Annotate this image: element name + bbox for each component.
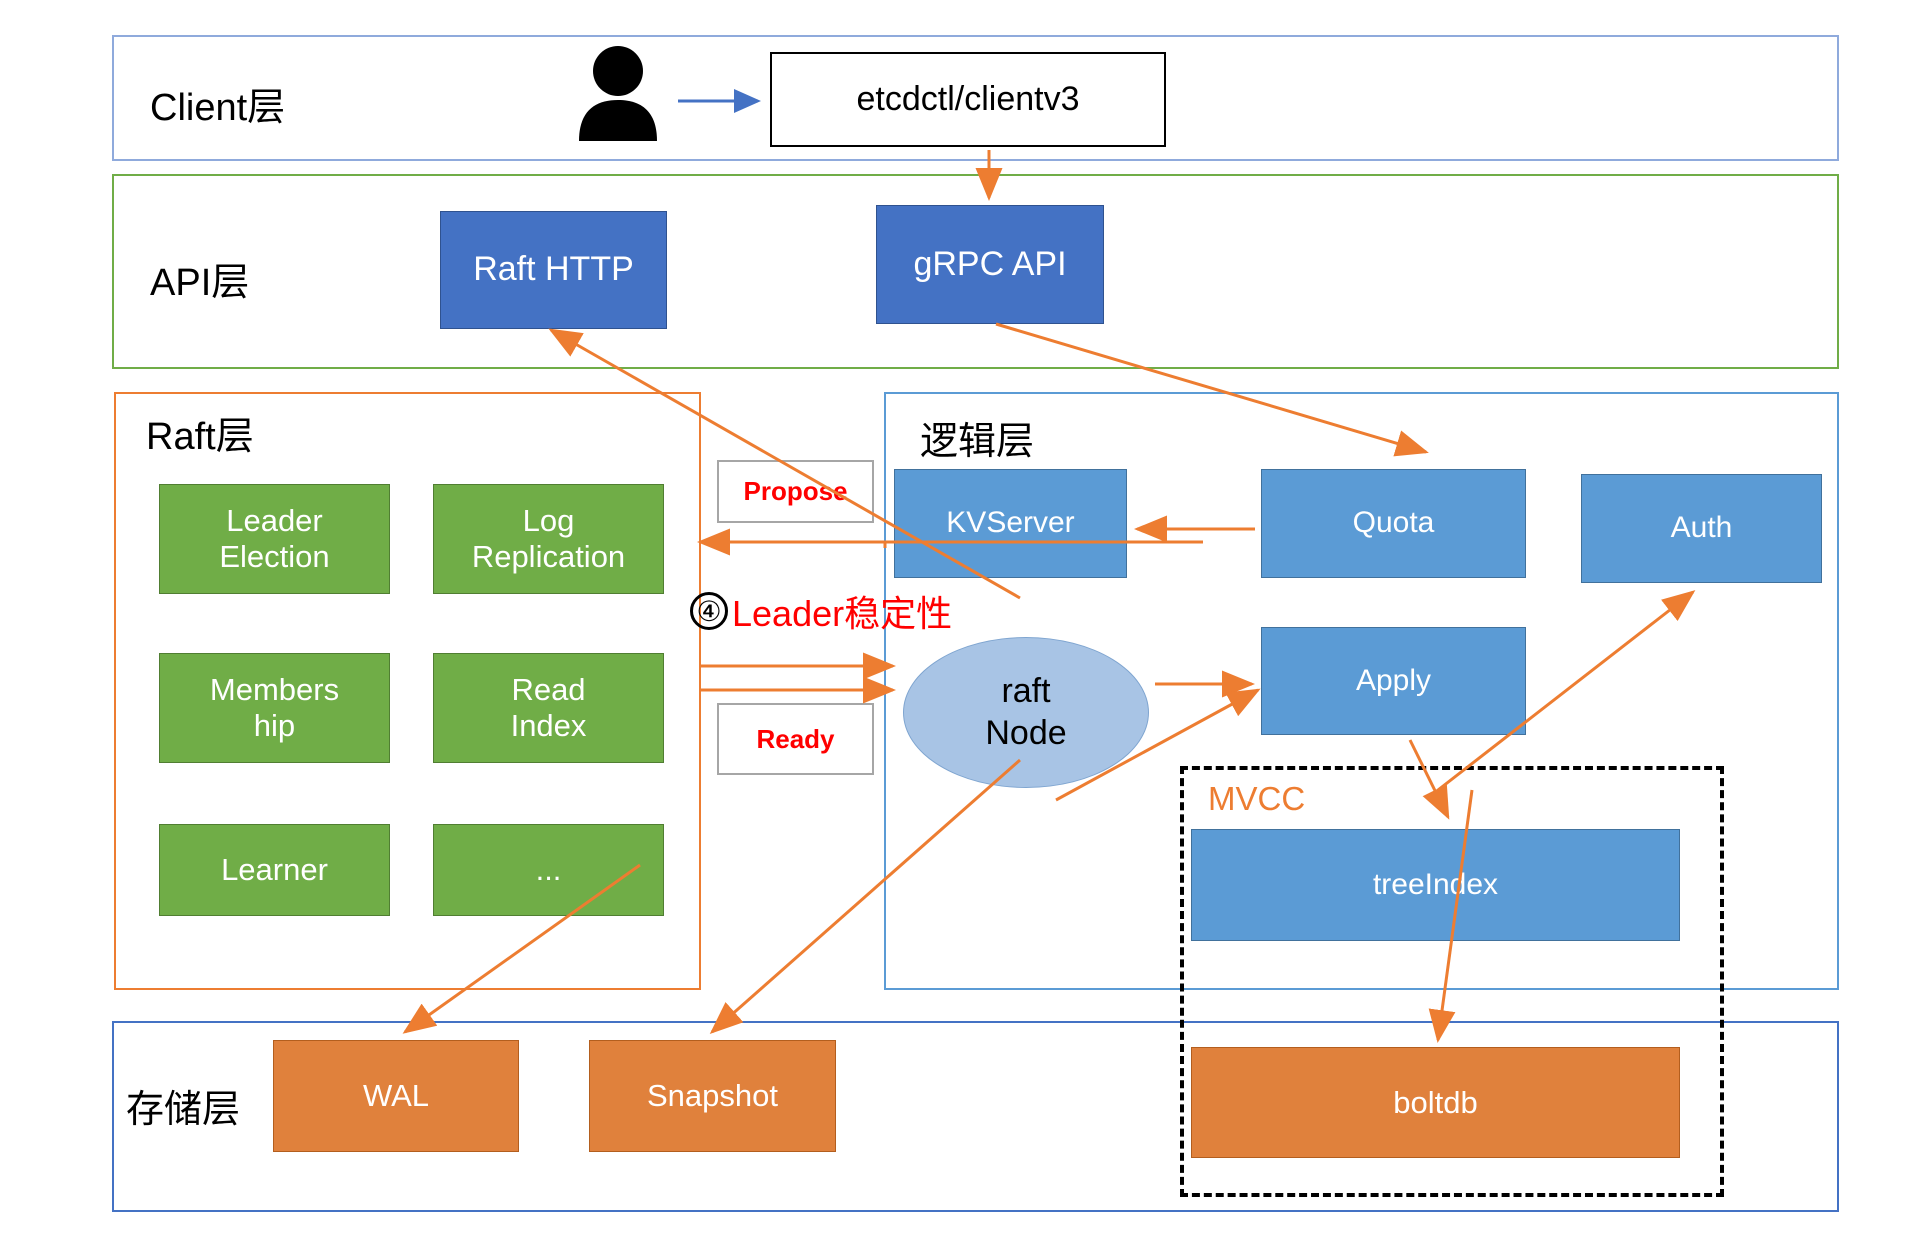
arrow-to-auth [1437, 590, 1696, 792]
node-quota[interactable]: Quota [1261, 469, 1526, 578]
annotation-number: ④ [690, 592, 728, 630]
mvcc-group [1180, 766, 1724, 1197]
arrow-treeindex-to-boltdb [1428, 789, 1474, 1043]
node-apply[interactable]: Apply [1261, 627, 1526, 735]
node-kvserver[interactable]: KVServer [894, 469, 1127, 578]
node-membership[interactable]: Members hip [159, 653, 390, 763]
node-treeindex[interactable]: treeIndex [1191, 829, 1680, 941]
node-learner[interactable]: Learner [159, 824, 390, 916]
arrow-kvserver-to-raft-http [548, 328, 1021, 600]
layer-title-logic: 逻辑层 [920, 421, 1035, 463]
node-wal[interactable]: WAL [273, 1040, 519, 1152]
arrow-propose [700, 542, 1203, 548]
arrow-grpc-to-quota [995, 322, 1429, 457]
annotation-leader-stability: ④ Leader稳定性 [690, 585, 952, 637]
node-more[interactable]: ... [433, 824, 664, 916]
node-log-replication[interactable]: Log Replication [433, 484, 664, 594]
node-leader-election[interactable]: Leader Election [159, 484, 390, 594]
arrow-raftlayer-to-wal [402, 863, 641, 1034]
person-icon [572, 45, 664, 141]
layer-title-client: Client层 [150, 87, 286, 129]
layer-title-storage: 存储层 [126, 1089, 241, 1131]
node-boltdb[interactable]: boltdb [1191, 1047, 1680, 1158]
node-snapshot[interactable]: Snapshot [589, 1040, 836, 1152]
node-read-index[interactable]: Read Index [433, 653, 664, 763]
node-raft-node[interactable]: raft Node [903, 637, 1149, 788]
arrow-apply-to-treeindex [1408, 739, 1450, 820]
layer-title-api: API层 [150, 262, 250, 304]
layer-title-raft: Raft层 [146, 416, 254, 458]
mvcc-label: MVCC [1208, 780, 1306, 817]
etcdctl-client-box[interactable]: etcdctl/clientv3 [770, 52, 1166, 147]
tagbox-ready: Ready [717, 703, 874, 775]
tagbox-propose: Propose [717, 460, 874, 523]
arrow-snapshot-to-apply [1055, 688, 1261, 802]
annotation-text: Leader稳定性 [732, 593, 953, 634]
node-auth[interactable]: Auth [1581, 474, 1822, 583]
arrow-raftnode-to-snapshot [709, 758, 1021, 1034]
node-raft-http[interactable]: Raft HTTP [440, 211, 667, 329]
node-grpc-api[interactable]: gRPC API [876, 205, 1104, 324]
